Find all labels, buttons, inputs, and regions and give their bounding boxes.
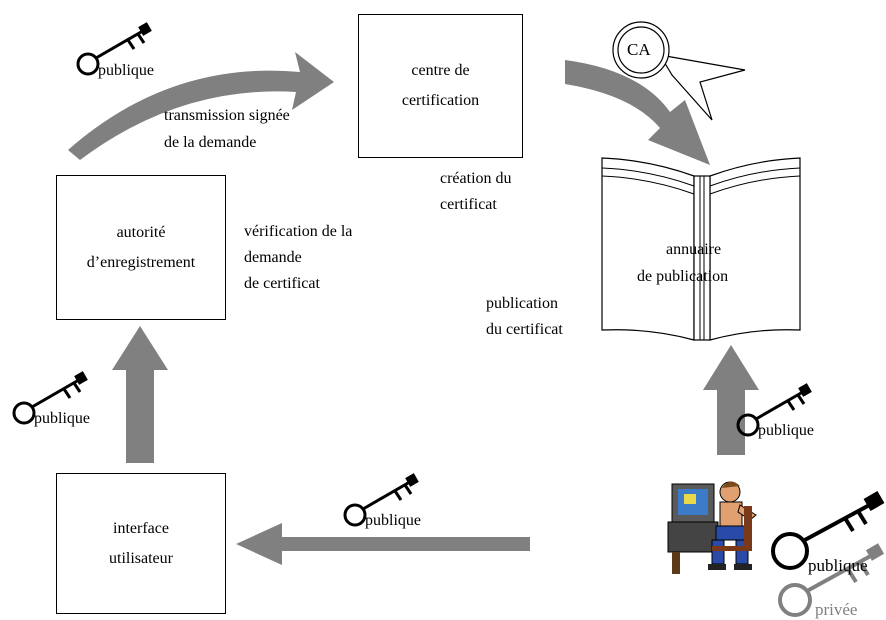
autorite-line-1: autorité <box>116 223 166 241</box>
label-verification-3: de certificat <box>244 275 320 292</box>
label-verification-1: vérification de la <box>244 223 353 240</box>
arrow-to-annuaire <box>565 60 710 165</box>
centre-line-2: certification <box>401 92 480 109</box>
autorite-enregistrement-box: autorité d’enregistrement <box>56 175 226 320</box>
annuaire-label-1: annuaire <box>666 241 722 258</box>
centre-certification-box: centre de certification <box>358 14 523 158</box>
arrow-to-centre <box>68 52 334 160</box>
interface-utilisateur-box: interface utilisateur <box>56 473 226 614</box>
key-label-left: publique <box>34 410 90 427</box>
private-key-icon <box>778 543 885 617</box>
label-transmission-1: transmission signée <box>164 107 290 124</box>
key-label-right: publique <box>758 422 814 439</box>
public-key-icon <box>736 383 812 437</box>
ca-seal-label: CA <box>627 40 651 59</box>
key-label-bottom: publique <box>365 512 421 529</box>
autorite-line-2: d’enregistrement <box>86 253 196 271</box>
public-key-icon <box>76 22 152 76</box>
interface-line-2: utilisateur <box>109 549 173 567</box>
public-key-icon <box>343 473 419 527</box>
label-creation-1: création du <box>440 170 512 187</box>
large-public-key-icon <box>771 490 885 570</box>
arrow-to-interface <box>236 523 530 565</box>
arrow-to-autorite <box>112 326 168 463</box>
label-publication-1: publication <box>486 295 558 312</box>
public-key-icon <box>12 371 88 425</box>
label-creation-2: certificat <box>440 196 497 213</box>
centre-line-1: centre de <box>411 62 470 79</box>
annuaire-label-2: de publication <box>637 268 729 285</box>
label-verification-2: demande <box>244 249 302 266</box>
key-label-top-left: publique <box>98 62 154 79</box>
interface-line-1: interface <box>113 519 169 537</box>
key-label-private: privée <box>815 600 858 619</box>
key-label-large-public: publique <box>808 556 868 575</box>
arrow-user-to-annuaire <box>703 345 759 455</box>
label-transmission-2: de la demande <box>164 134 257 151</box>
label-publication-2: du certificat <box>486 321 563 338</box>
